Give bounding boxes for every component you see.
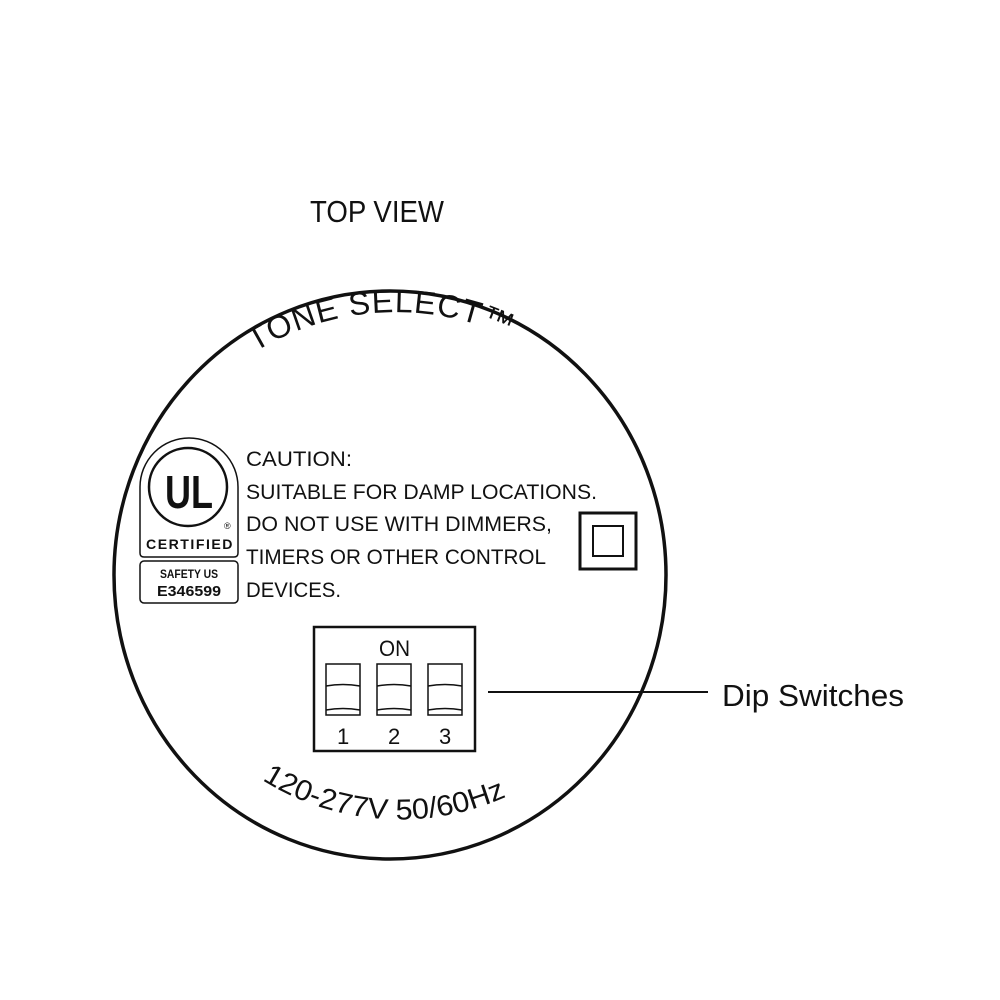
voltage-text: 120-277V 50/60Hz	[258, 758, 509, 826]
voltage-text-path: 120-277V 50/60Hz	[258, 758, 509, 826]
callout-label: Dip Switches	[722, 678, 904, 713]
caution-line: DEVICES.	[246, 579, 341, 602]
ul-safety: SAFETY US	[160, 567, 218, 581]
dip-switch-1[interactable]	[325, 663, 361, 716]
dip-switch-label: 1	[337, 724, 349, 749]
title: TOP VIEW	[310, 194, 445, 229]
dip-switch-label: 2	[388, 724, 400, 749]
ul-file-number: E346599	[157, 583, 221, 600]
ul-certified: CERTIFIED	[146, 536, 234, 552]
brand-text-path: TONE SELECT™	[241, 283, 520, 358]
caution-line: CAUTION:	[246, 448, 352, 471]
dip-switch-block: ON 1 2 3	[312, 625, 477, 753]
caution-text: CAUTION: SUITABLE FOR DAMP LOCATIONS. DO…	[246, 448, 597, 602]
caution-line: DO NOT USE WITH DIMMERS,	[246, 513, 552, 536]
caution-line: SUITABLE FOR DAMP LOCATIONS.	[246, 481, 597, 504]
ul-mark: UL	[165, 466, 213, 518]
dip-on-label: ON	[379, 636, 410, 661]
brand-text: TONE SELECT™	[241, 283, 521, 358]
dip-switch-2[interactable]	[376, 663, 412, 716]
dip-switch-label: 3	[439, 724, 451, 749]
square-indicator	[578, 511, 638, 571]
device-outline	[112, 289, 668, 861]
caution-line: TIMERS OR OTHER CONTROL	[246, 546, 546, 569]
dip-switch-3[interactable]	[427, 663, 463, 716]
ul-registered: ®	[224, 521, 231, 531]
ul-certified-logo: UL ® CERTIFIED SAFETY US E346599	[139, 437, 239, 604]
